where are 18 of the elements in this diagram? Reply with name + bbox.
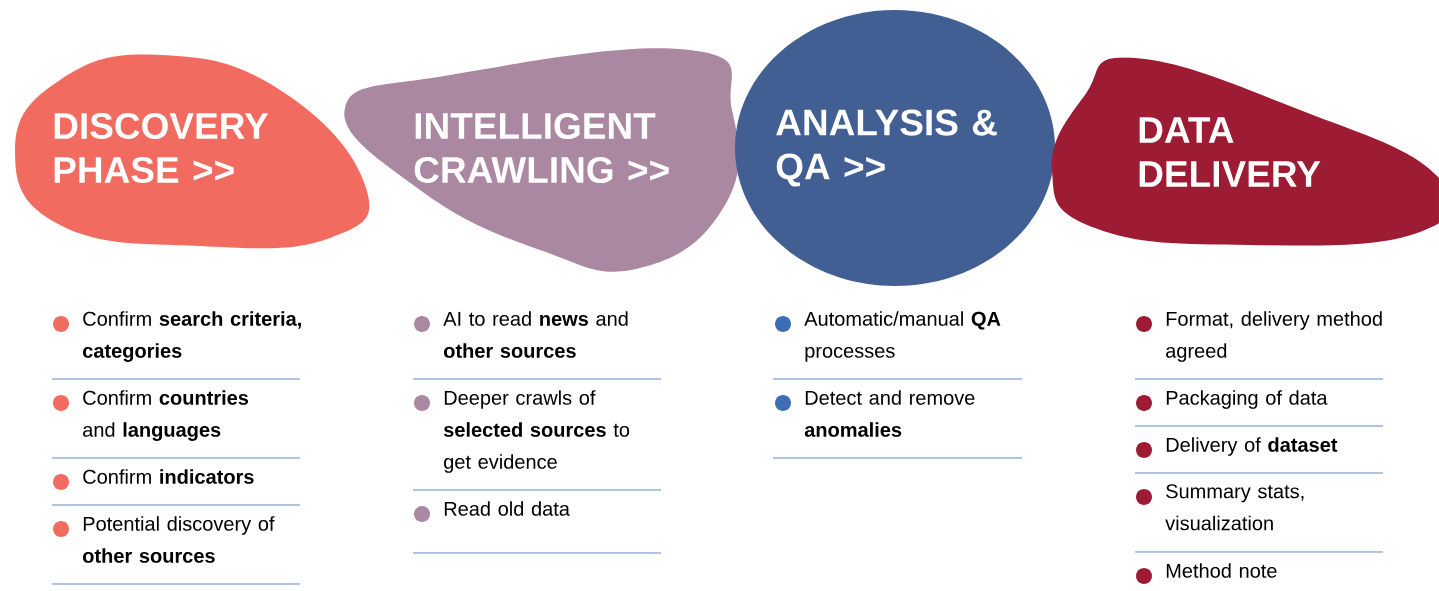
list-item: Confirm search criteria, categories [83, 311, 301, 362]
phase-blob: ANALYSIS & QA >> [735, 10, 1055, 286]
list-item: Automatic/manual QA processes [804, 311, 1001, 362]
list-item: Summary stats, visualization [1165, 484, 1304, 531]
list-item: Potential discovery of other sources [83, 516, 275, 563]
list-item: Confirm indicators [83, 469, 254, 484]
list-item: Confirm countries and languages [83, 390, 249, 441]
phase-blob: DISCOVERY PHASE >> [15, 54, 370, 249]
list-item: Format, delivery method agreed [1166, 311, 1382, 362]
phase-blob: INTELLIGENT CRAWLING >> [344, 48, 740, 272]
list-item: Deeper crawls of selected sources to get evidence [443, 390, 630, 473]
list-item: Detect and remove anomalies [804, 390, 975, 437]
phase-blob: DATA DELIVERY [1051, 57, 1439, 246]
list-item: Packaging of data [1166, 390, 1328, 409]
list-item: Delivery of dataset [1166, 437, 1338, 456]
list-item: Read old data [444, 501, 570, 516]
list-item: Method note [1166, 563, 1277, 578]
list-item: AI to read news and other sources [443, 311, 628, 358]
